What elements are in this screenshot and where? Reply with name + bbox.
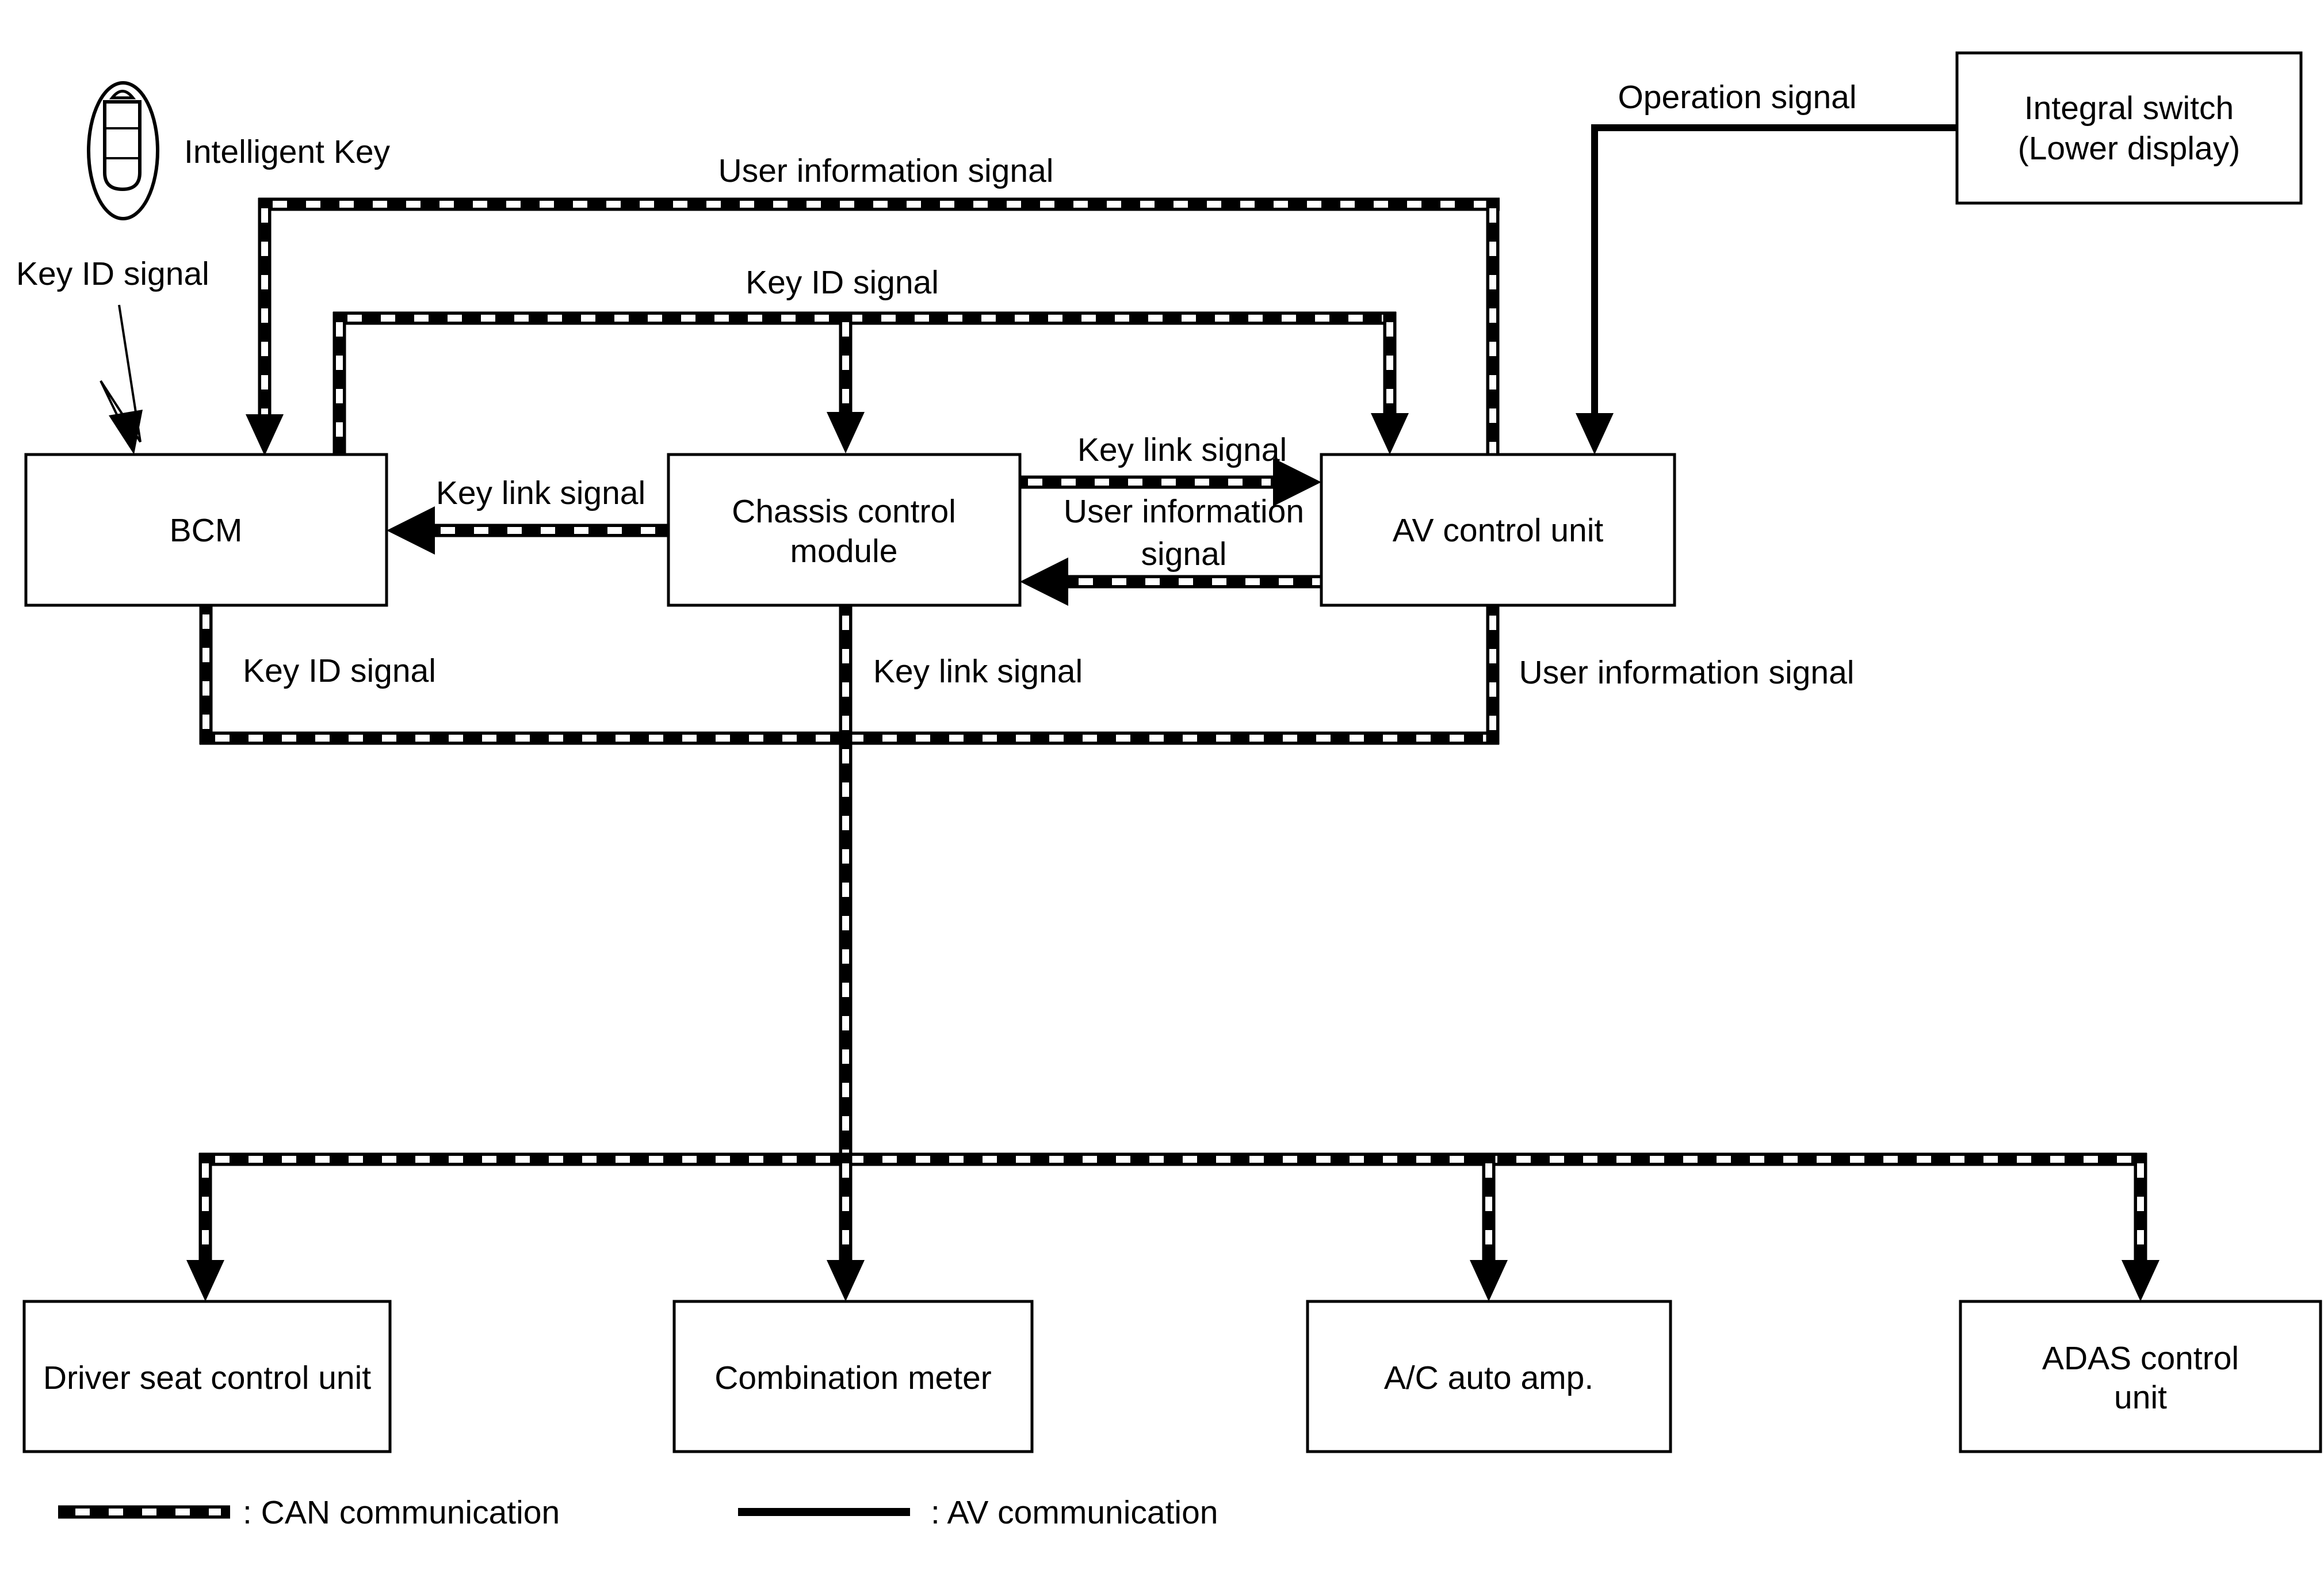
key-link-to-av-label: Key link signal <box>1077 432 1287 468</box>
edge-key-id-top <box>332 311 1409 455</box>
key-id-mid-label: Key ID signal <box>243 652 436 689</box>
chassis-label-line1: Chassis control <box>732 493 956 530</box>
integral-switch-label-line2: (Lower display) <box>2018 130 2240 167</box>
arrowhead-user-info-into-bcm <box>246 414 284 456</box>
key-link-to-bcm-label: Key link signal <box>436 475 645 511</box>
key-id-pointer-arrow <box>100 304 143 455</box>
edge-user-information-top <box>246 197 1500 456</box>
user-information-top-label: User information signal <box>718 152 1054 189</box>
node-bcm <box>24 453 388 607</box>
arrowhead-into-driver-seat <box>186 1260 224 1301</box>
adas-label-line2: unit <box>2114 1379 2167 1416</box>
arrowhead-into-combination-meter <box>827 1260 865 1301</box>
arrowhead-key-id-into-av <box>1371 413 1409 455</box>
node-integral-switch <box>1955 51 2303 205</box>
user-information-mid-label: User information signal <box>1519 654 1855 691</box>
operation-signal-label: Operation signal <box>1618 79 1856 116</box>
intelligent-key-label: Intelligent Key <box>184 133 391 170</box>
legend-av-label: : AV communication <box>931 1494 1218 1531</box>
edge-bottom-bus <box>186 1152 2159 1301</box>
edge-key-link-chassis-to-av <box>1020 458 1321 506</box>
integral-switch-label-line1: Integral switch <box>2024 90 2234 127</box>
node-ac-auto-amp <box>1306 1300 1672 1453</box>
node-av-control-unit <box>1320 453 1676 607</box>
combination-meter-label: Combination meter <box>714 1360 992 1396</box>
arrowhead-operation-into-av <box>1576 413 1614 455</box>
driver-seat-label: Driver seat control unit <box>43 1360 371 1396</box>
arrowhead-key-link-into-bcm <box>387 506 435 555</box>
user-information-return-label-line1: User information <box>1064 493 1304 530</box>
arrowhead-key-id-into-chassis <box>827 412 865 453</box>
legend-can-label: : CAN communication <box>243 1494 560 1531</box>
ac-auto-amp-label: A/C auto amp. <box>1384 1360 1593 1396</box>
av-control-unit-label: AV control unit <box>1393 512 1604 549</box>
bcm-label: BCM <box>170 512 243 549</box>
arrowhead-into-ac-auto-amp <box>1470 1260 1508 1301</box>
key-link-mid-label: Key link signal <box>873 653 1083 690</box>
edge-operation-signal <box>1576 124 1957 455</box>
arrowhead-into-adas <box>2122 1260 2159 1301</box>
user-information-return-label-line2: signal <box>1141 536 1227 572</box>
node-adas-control-unit <box>1959 1300 2322 1453</box>
node-combination-meter <box>672 1300 1034 1453</box>
adas-label-line1: ADAS control <box>2042 1340 2239 1377</box>
arrowhead-user-info-into-chassis <box>1020 558 1068 606</box>
key-id-top-label: Key ID signal <box>746 264 939 301</box>
legend: : CAN communication : AV communication <box>58 1494 1218 1531</box>
edge-key-link-chassis-to-bcm <box>387 506 668 555</box>
edge-user-information-av-to-chassis <box>1020 558 1321 606</box>
node-chassis-control-module <box>667 453 1022 607</box>
key-id-pointer-label: Key ID signal <box>16 255 209 292</box>
arrowhead-key-link-into-av <box>1273 458 1321 506</box>
intelligent-key-icon <box>87 81 159 220</box>
chassis-label-line2: module <box>790 533 898 570</box>
node-driver-seat-control-unit <box>22 1300 392 1453</box>
